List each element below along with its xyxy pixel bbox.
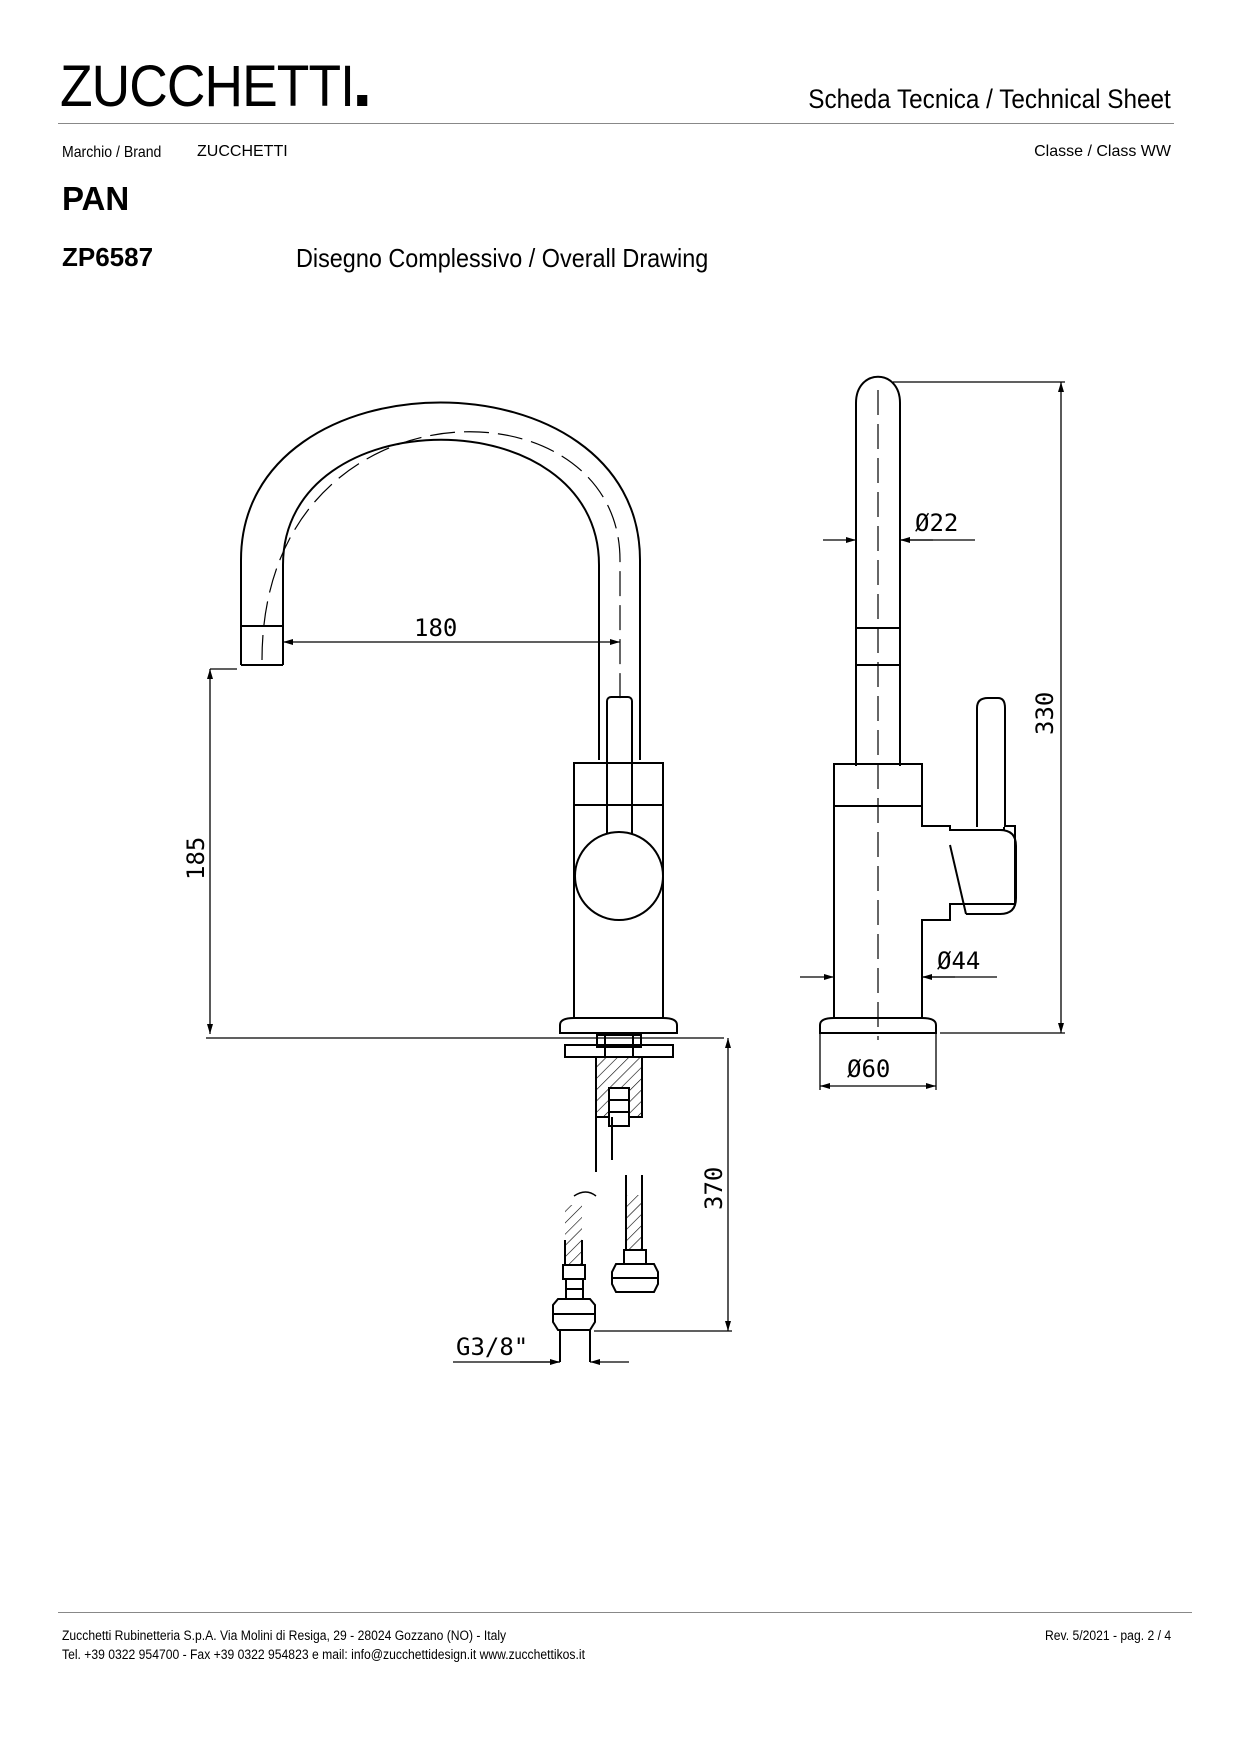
- brand-value: ZUCCHETTI: [197, 143, 288, 160]
- handle: [606, 696, 633, 838]
- product-name: PAN: [62, 180, 130, 217]
- dim-hose-length: 370: [700, 1167, 728, 1210]
- side-view: [819, 375, 1017, 1040]
- dim-spout-height: 185: [182, 837, 210, 880]
- spout-outline: [240, 401, 641, 760]
- brand-label: Marchio / Brand: [62, 144, 162, 161]
- front-view: [240, 401, 678, 1362]
- brand-logo: ZUCCHETTI: [60, 58, 367, 116]
- spout-inner-line: [282, 438, 600, 760]
- footer-contacts: Tel. +39 0322 954700 - Fax +39 0322 9548…: [62, 1647, 585, 1662]
- dim-body-diameter: Ø44: [937, 947, 980, 975]
- footer-address: Zucchetti Rubinetteria S.p.A. Via Molini…: [62, 1628, 507, 1643]
- side-dimensions: [800, 381, 1065, 1090]
- dim-spout-reach: 180: [414, 614, 457, 642]
- base: [559, 1017, 678, 1034]
- drawing-title: Disegno Complessivo / Overall Drawing: [296, 243, 709, 273]
- header-divider: [58, 123, 1174, 124]
- spout-centerline: [261, 431, 621, 700]
- dim-connection: G3/8": [456, 1333, 528, 1361]
- sheet-title: Scheda Tecnica / Technical Sheet: [808, 84, 1171, 114]
- dim-spout-diameter: Ø22: [915, 509, 958, 537]
- dim-base-diameter: Ø60: [847, 1055, 890, 1083]
- side-spout: [855, 375, 901, 766]
- handle-hub: [574, 831, 664, 921]
- footer-divider: [58, 1612, 1192, 1613]
- footer-revision: Rev. 5/2021 - pag. 2 / 4: [1044, 1628, 1171, 1643]
- dim-total-height: 330: [1031, 692, 1059, 735]
- front-dimensions: [206, 639, 732, 1365]
- class-label: Classe / Class WW: [1034, 143, 1171, 160]
- product-code: ZP6587: [62, 242, 154, 272]
